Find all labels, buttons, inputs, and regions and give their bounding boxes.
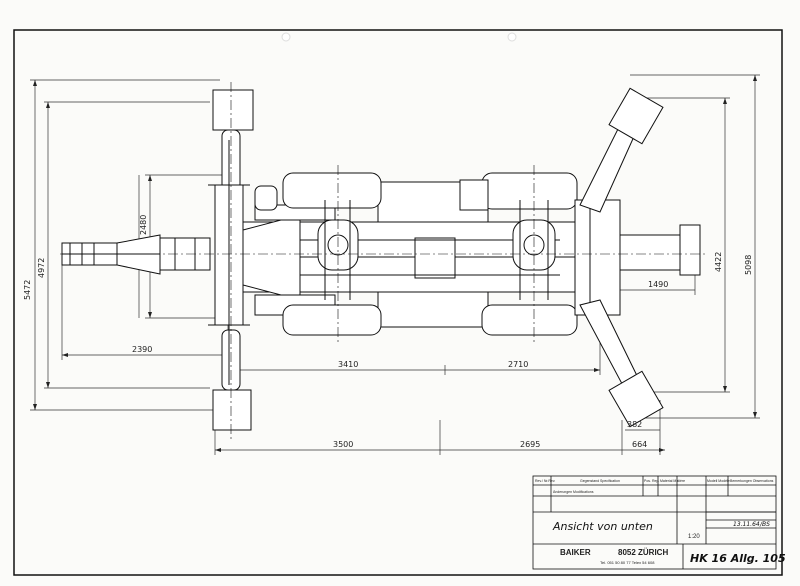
company-name: BAIKER — [560, 548, 591, 557]
dim-bottom-c: 664 — [632, 440, 647, 449]
dim-rear-width-2: 5098 — [744, 255, 753, 275]
dimension-arrows — [33, 75, 757, 452]
dim-span-b: 2710 — [508, 360, 528, 369]
dim-rear-reach: 1490 — [648, 280, 668, 289]
tanks — [254, 172, 578, 336]
sheet-border — [13, 29, 783, 576]
centerlines — [60, 82, 705, 440]
dim-bottom-b: 2695 — [520, 440, 540, 449]
company-address: 8052 ZÜRICH — [618, 548, 668, 557]
header-remarks: Bemerkungen Observations — [730, 479, 774, 483]
title-block: Rev./ Nr.Rev. Änderungen Modifications G… — [532, 475, 786, 570]
dim-overhang-left: 2390 — [132, 345, 152, 354]
punch-hole — [281, 32, 291, 42]
dim-rear-width-1: 4422 — [714, 252, 723, 272]
dim-span-a: 3410 — [338, 360, 358, 369]
header-changes: Änderungen Modifications — [553, 490, 594, 494]
company-phone: Tel. 051 50 80 77 Telex 54 608 — [600, 560, 655, 565]
punch-hole — [507, 32, 517, 42]
dim-overall-width: 5472 — [23, 280, 32, 300]
dim-small-offset: 382 — [627, 420, 642, 429]
drawing-number: HK 16 Allg. 105 — [690, 552, 786, 565]
header-model: Modell Modèle — [707, 479, 730, 483]
header-revision: Rev./ Nr.Rev. — [535, 479, 555, 483]
dim-axle-gap: 2480 — [139, 215, 148, 235]
header-subject: Gegenstand Specification — [580, 479, 620, 483]
header-material: Material Matière — [660, 479, 685, 483]
drawing-date: 13.11.64 — [733, 521, 760, 528]
dim-bottom-a: 3500 — [333, 440, 353, 449]
rear-outriggers — [579, 87, 664, 428]
drawing-scale: 1:20 — [688, 534, 700, 540]
front-drawbar — [61, 234, 211, 275]
dim-track-front: 4972 — [37, 258, 46, 278]
rear-turntable — [574, 199, 701, 316]
header-pos: Pos. Rep. — [644, 479, 659, 483]
drawing-initials: /BS — [759, 521, 770, 528]
drawing-title: Ansicht von unten — [552, 520, 653, 533]
vehicle-underside-view — [60, 82, 705, 440]
